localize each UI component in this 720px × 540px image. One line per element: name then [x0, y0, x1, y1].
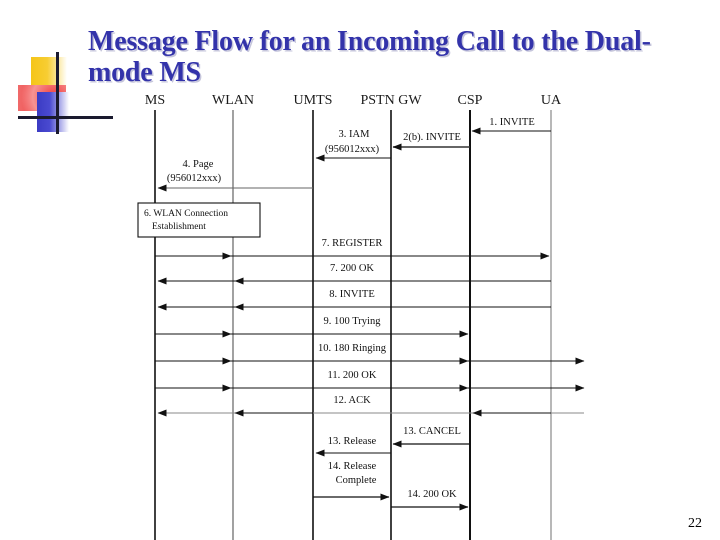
message-label-13-release: 13. Release	[328, 436, 377, 447]
message-label-8-invite: 8. INVITE	[329, 289, 375, 300]
logo-vertical-rule	[56, 52, 59, 134]
page-number: 22	[688, 516, 702, 531]
slide-decoration-logo	[18, 52, 130, 134]
message-label-7-register: 7. REGISTER	[322, 238, 383, 249]
wlan-connection-box-line2: Establishment	[152, 222, 206, 232]
message-label-4-page-number: (956012xxx)	[167, 173, 222, 184]
message-label-2b-invite: 2(b). INVITE	[403, 132, 461, 143]
slide-title: Message Flow for an Incoming Call to the…	[88, 26, 651, 88]
message-label-14-release: 14. Release	[328, 461, 377, 472]
message-label-1-invite: 1. INVITE	[489, 117, 535, 128]
message-label-14-release-complete: Complete	[336, 475, 377, 486]
message-label-12-ack: 12. ACK	[333, 395, 371, 406]
lifelines	[154, 110, 552, 540]
message-label-3-iam-number: (956012xxx)	[325, 144, 380, 155]
lifeline-label-wlan: WLAN	[212, 93, 254, 108]
message-label-3-iam: 3. IAM	[339, 129, 371, 140]
wlan-connection-box-line1: 6. WLAN Connection	[144, 209, 228, 219]
lifeline-label-ms: MS	[145, 93, 165, 108]
logo-horizontal-rule	[18, 116, 113, 119]
wlan-connection-box: 6. WLAN Connection Establishment	[137, 202, 261, 238]
lifeline-label-ua: UA	[541, 93, 562, 108]
lifeline-label-pstngw: PSTN GW	[360, 93, 422, 108]
wlan-connection-box-rect	[137, 202, 261, 238]
logo-yellow-square	[31, 57, 67, 90]
message-label-14-200ok: 14. 200 OK	[407, 489, 457, 500]
message-label-4-page: 4. Page	[183, 159, 214, 170]
lifeline-headers: MS WLAN UMTS PSTN GW CSP UA	[145, 93, 562, 108]
message-label-10-180ringing: 10. 180 Ringing	[318, 343, 387, 354]
message-label-13-cancel: 13. CANCEL	[403, 426, 461, 437]
logo-blue-square	[37, 92, 69, 132]
lifeline-label-umts: UMTS	[294, 93, 333, 108]
message-label-7-200ok: 7. 200 OK	[330, 263, 374, 274]
messages: 1. INVITE 2(b). INVITE 3. IAM (956012xxx…	[155, 117, 585, 511]
message-label-9-100trying: 9. 100 Trying	[324, 316, 382, 327]
message-label-11-200ok: 11. 200 OK	[328, 370, 377, 381]
lifeline-label-csp: CSP	[458, 93, 483, 108]
